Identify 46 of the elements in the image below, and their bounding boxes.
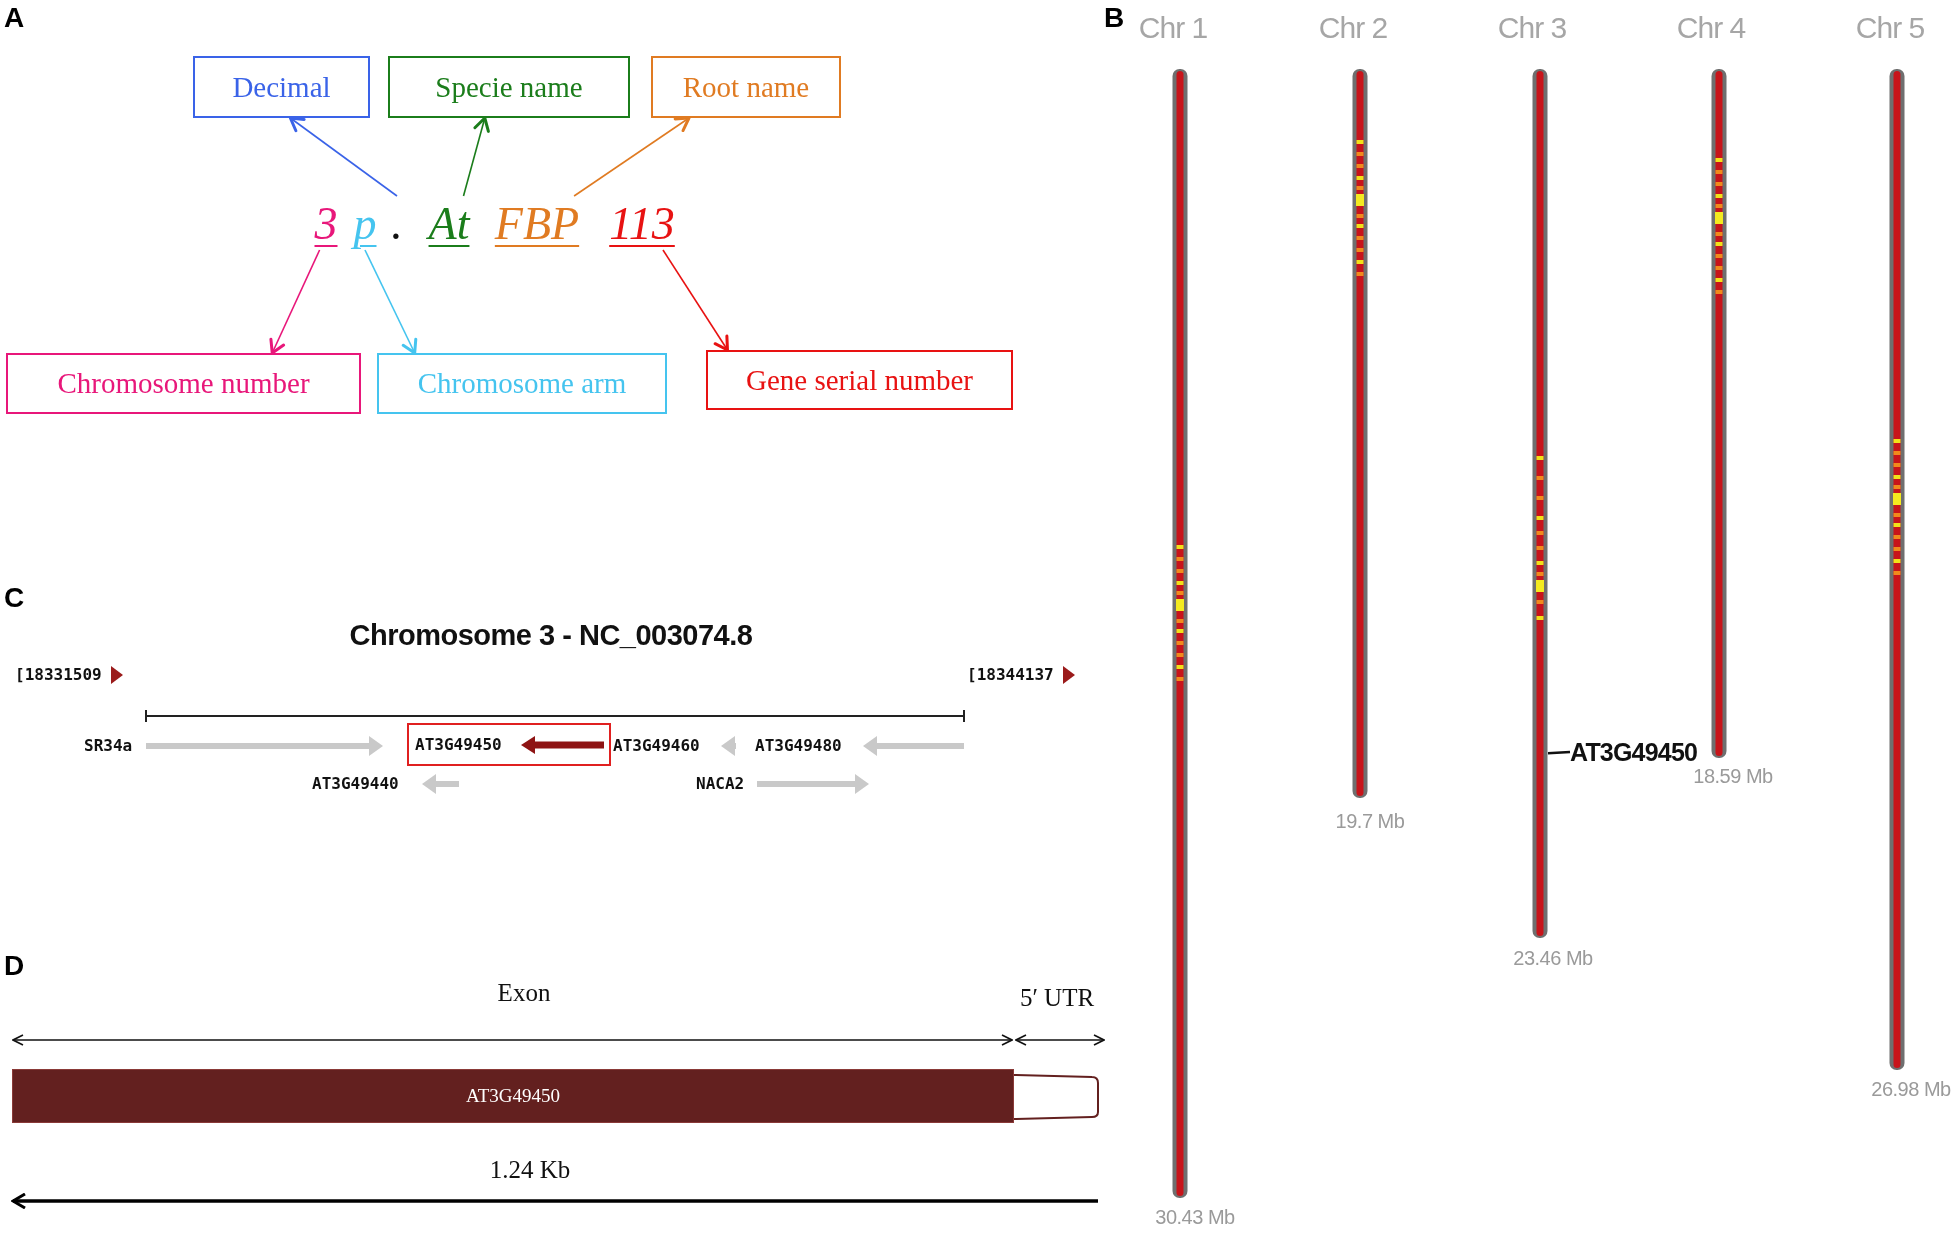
label-box: Gene serial number xyxy=(706,350,1013,410)
gene-name-part: FBP xyxy=(484,196,590,250)
arrow xyxy=(364,249,418,355)
chart-title: Chromosome 3 - NC_003074.8 xyxy=(349,619,753,653)
chromosome-label: Chr 1 xyxy=(1138,10,1208,46)
arrow xyxy=(662,249,729,352)
label-box: Root name xyxy=(651,56,841,118)
gene-name-part: p xyxy=(348,196,382,250)
label-box: Specie name xyxy=(388,56,630,118)
chromosome-label: Chr 5 xyxy=(1855,10,1925,46)
length-label: 1.24 Kb xyxy=(489,1155,571,1185)
leader-line xyxy=(1547,750,1571,755)
gene-name-part: 3 xyxy=(310,196,342,250)
gene-label: AT3G49480 xyxy=(755,736,842,756)
arrow xyxy=(288,116,398,197)
region-label: Exon xyxy=(497,978,551,1008)
panel-label: B xyxy=(1103,1,1125,35)
gene-label: AT3G49440 xyxy=(312,774,399,794)
coordinate-label: [18344137 xyxy=(967,665,1054,685)
label-box: Chromosome number xyxy=(6,353,361,414)
panel-label: A xyxy=(3,1,25,35)
size-label: 19.7 Mb xyxy=(1335,809,1405,833)
arrow xyxy=(573,116,691,197)
gene-name-part: At xyxy=(420,196,478,250)
size-label: 30.43 Mb xyxy=(1155,1205,1235,1229)
gene-label: AT3G49450 xyxy=(415,735,502,754)
gene-label: NACA2 xyxy=(696,774,745,794)
region-label: 5′ UTR xyxy=(1019,983,1095,1013)
gene-label: AT3G49460 xyxy=(613,736,700,756)
exon-bar: AT3G49450 xyxy=(12,1069,1014,1123)
size-label: 23.46 Mb xyxy=(1513,946,1593,970)
chromosome-label: Chr 4 xyxy=(1676,10,1746,46)
size-label: 26.98 Mb xyxy=(1871,1077,1951,1101)
chromosome-label: Chr 3 xyxy=(1497,10,1567,46)
label-box: Decimal xyxy=(193,56,370,118)
arrow xyxy=(269,249,321,355)
arrow xyxy=(462,116,490,197)
gene-name-part: 113 xyxy=(600,196,684,250)
coordinate-label: [18331509 xyxy=(15,665,102,685)
label-box: Chromosome arm xyxy=(377,353,667,414)
chromosome-label: Chr 2 xyxy=(1318,10,1388,46)
gene-label: SR34a xyxy=(84,736,133,756)
panel-label: C xyxy=(3,581,25,615)
highlight-box xyxy=(407,723,611,766)
gene-name-part: . xyxy=(390,196,404,250)
panel-label: D xyxy=(3,949,25,983)
